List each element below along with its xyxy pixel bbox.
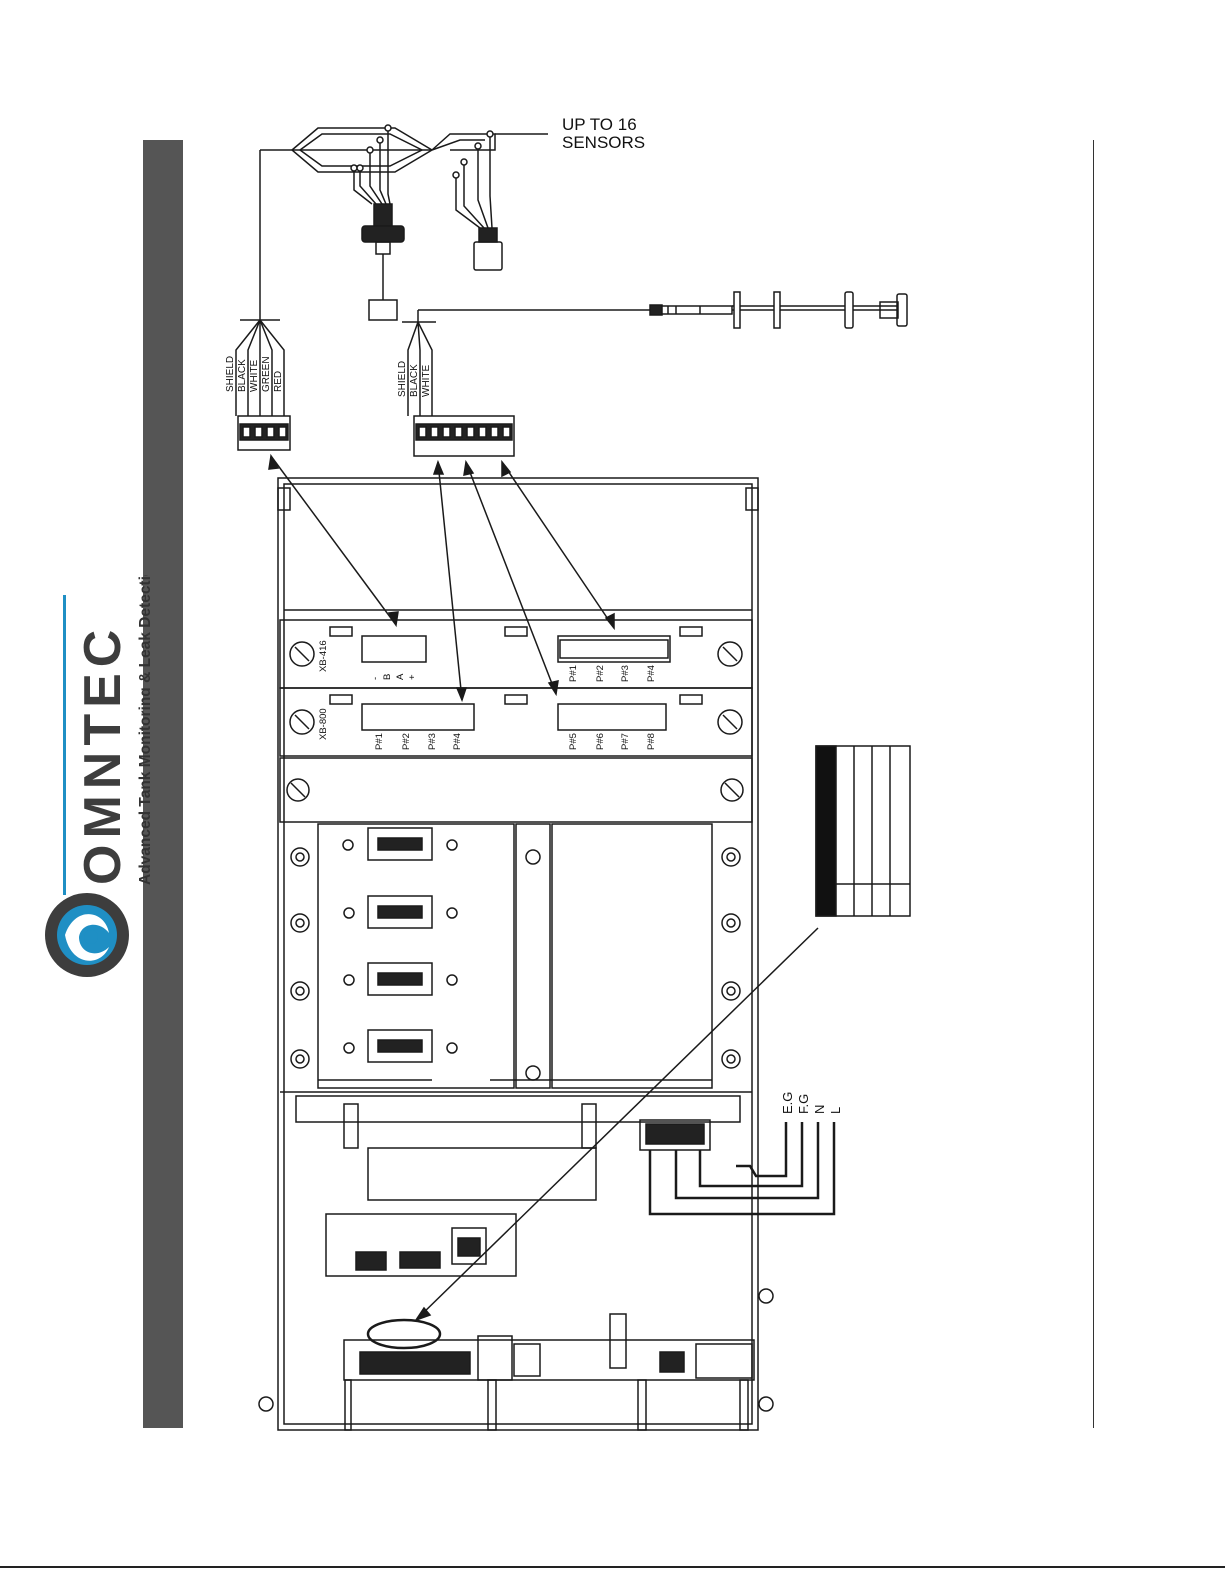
wire-label: GREEN [261,356,272,392]
wire-label: SHIELD [397,361,408,397]
wire-label: WHITE [249,359,260,392]
sensor-note-line1: UP TO 16 [562,115,637,134]
pin-label: P#4 [646,665,657,682]
pin-label: P#1 [568,665,579,682]
sump-sensor [474,228,502,270]
terminal-label: E.G [780,1092,795,1114]
pin-label: P#6 [595,733,606,750]
pin-label: + [407,674,418,680]
power-section [280,1092,752,1276]
wire-label: BLACK [409,364,420,397]
wire-labels-800: SHIELD BLACK WHITE [397,361,432,397]
terminal-label: F.G [796,1094,811,1114]
terminal-plug-800 [414,416,514,456]
sensor-note: UP TO 16 SENSORS [562,115,645,152]
xb800-labels: XB-800 P#1 P#2 P#3 P#4 P#5 P#6 P#7 P#8 [318,708,657,750]
sensor-note-line2: SENSORS [562,133,645,152]
xb416-labels: XB-416 - B A + P#1 P#2 P#3 P#4 [318,640,657,682]
callout-ellipse [368,1320,440,1348]
blank-cover-plate [280,758,752,822]
pin-label: P#1 [374,733,385,750]
pin-label: P#8 [646,733,657,750]
probe-cable-800 [402,310,650,416]
terminal-plug-416 [238,416,290,450]
board-name-xb416: XB-416 [318,640,329,672]
power-terminal-labels: E.G F.G N L [780,1092,843,1114]
pin-label: P#3 [620,665,631,682]
pin-label: P#7 [620,733,631,750]
pin-label: A [395,673,406,680]
probe-sensor [362,204,404,320]
enclosure [278,478,758,1430]
xb800-board [280,688,752,756]
pin-label: B [382,674,393,680]
main-controller-board [259,1289,773,1430]
wire-labels-416: SHIELD BLACK WHITE GREEN RED [225,356,284,392]
wire-label: RED [273,371,284,392]
pin-label: - [370,677,381,680]
pin-label: P#2 [401,733,412,750]
pin-label: P#2 [595,665,606,682]
pin-label: P#3 [427,733,438,750]
wire-label: BLACK [237,359,248,392]
wire-label: SHIELD [225,356,236,392]
pin-label: P#5 [568,733,579,750]
board-name-xb800: XB-800 [318,708,329,740]
terminal-label: L [828,1107,843,1114]
legend-table [816,746,910,916]
magnetostrictive-probe [650,292,907,328]
xb416-board [280,620,752,688]
pin-label: P#4 [452,733,463,750]
wire-label: WHITE [421,364,432,397]
terminal-label: N [812,1105,827,1114]
card-cage [291,824,740,1088]
